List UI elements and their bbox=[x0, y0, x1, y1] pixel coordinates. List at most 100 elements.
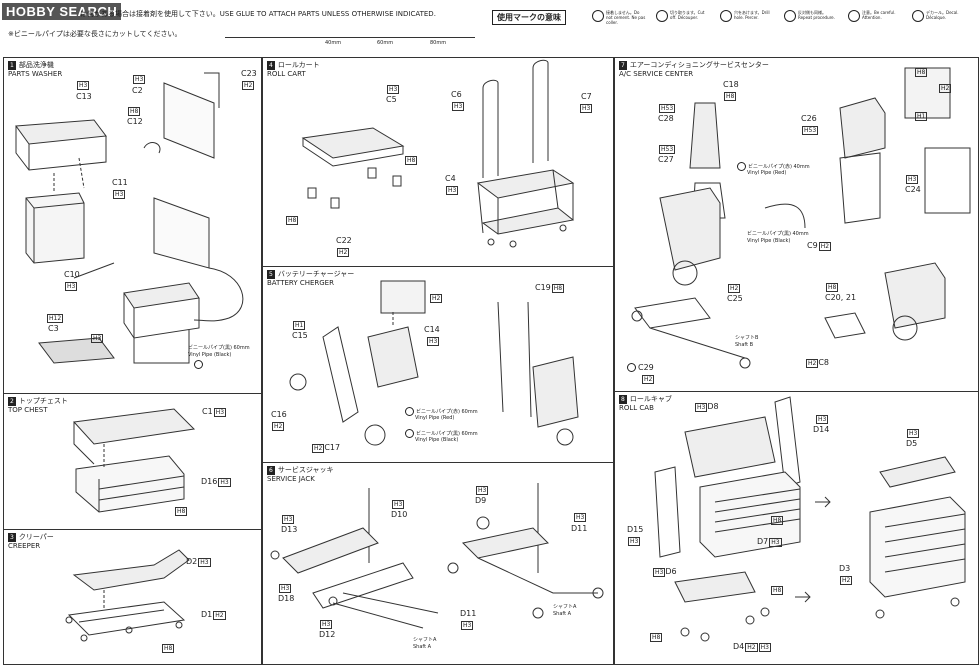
ruler-line bbox=[225, 37, 475, 38]
part-label: D9 bbox=[475, 496, 487, 505]
legend-item: 接着しません。Do not cement. Ne pas coller. bbox=[592, 10, 647, 48]
part-label: H2 bbox=[728, 284, 741, 293]
part-label: H3 bbox=[392, 500, 405, 509]
part-label: C11 bbox=[112, 178, 128, 187]
part-label: H3 bbox=[427, 337, 440, 346]
part-label: H3 bbox=[476, 486, 489, 495]
part-label: H2 bbox=[939, 84, 952, 93]
page-header: HOBBY SEARCH は何がある場合は接着剤を使用して下さい。USE GLU… bbox=[0, 0, 980, 54]
part-label: H2 bbox=[272, 422, 285, 431]
part-label: D12 bbox=[319, 630, 336, 639]
part-label: C18 bbox=[723, 80, 739, 89]
pipe-icon bbox=[627, 363, 636, 372]
part-label: H3 bbox=[91, 334, 104, 343]
part-label: H3 bbox=[279, 584, 292, 593]
glue-note: は何がある場合は接着剤を使用して下さい。USE GLUE TO ATTACH P… bbox=[80, 10, 436, 18]
part-label: D10 bbox=[391, 510, 408, 519]
part-label: C24 bbox=[905, 185, 921, 194]
drill-icon bbox=[720, 10, 732, 22]
vinyl-note: ビニールパイプ(黒) 40mm bbox=[747, 231, 809, 237]
shaft-note: Shaft A bbox=[553, 611, 572, 617]
part-label: D18 bbox=[278, 594, 295, 603]
part-label: H8 bbox=[771, 516, 784, 525]
pipe-icon bbox=[194, 360, 205, 369]
part-label: D13 bbox=[281, 525, 298, 534]
part-label: H1 bbox=[915, 112, 928, 121]
length-ruler: 40mm 60mm 80mm bbox=[225, 37, 475, 51]
vinyl-note: Vinyl Pipe (Black) bbox=[415, 437, 459, 443]
vinyl-note: Vinyl Pipe (Black) bbox=[747, 238, 791, 244]
legend-item: 注意。Be careful. Attention. bbox=[848, 10, 903, 48]
part-label: H53 bbox=[659, 104, 676, 113]
shaft-note: シャフトA bbox=[553, 604, 577, 610]
vinyl-note: Vinyl Pipe (Black) bbox=[188, 352, 232, 358]
part-label: H8 bbox=[915, 68, 928, 77]
part-label: C13 bbox=[76, 92, 92, 101]
part-label: C5 bbox=[386, 95, 397, 104]
part-label: H3 bbox=[574, 513, 587, 522]
part-label: H2 bbox=[430, 294, 443, 303]
part-label: H8 bbox=[826, 283, 839, 292]
part-label: H3 bbox=[816, 415, 829, 424]
part-label: C15 bbox=[292, 331, 308, 340]
part-label: C22 bbox=[336, 236, 352, 245]
part-label: H3 bbox=[452, 102, 465, 111]
part-label: C6 bbox=[451, 90, 462, 99]
vinyl-note: ビニールパイプ(黒) 60mm bbox=[188, 345, 250, 351]
part-label: H3 bbox=[461, 621, 474, 630]
part-label: C4 bbox=[445, 174, 456, 183]
part-label: H53 bbox=[802, 126, 819, 135]
decal-icon bbox=[912, 10, 924, 22]
part-label: H8 bbox=[771, 586, 784, 595]
part-label: H8 bbox=[128, 107, 141, 116]
part-label: C28 bbox=[658, 114, 674, 123]
part-label: C23 bbox=[241, 69, 257, 78]
part-label: H3 bbox=[65, 282, 78, 291]
top-chest-diagram bbox=[72, 408, 196, 513]
shaft-note: シャフトB bbox=[735, 335, 759, 341]
part-label: C26 bbox=[801, 114, 817, 123]
ruler-mark-60: 60mm bbox=[377, 40, 394, 46]
watermark-logo: HOBBY SEARCH bbox=[2, 3, 122, 20]
part-label: H3 bbox=[906, 175, 919, 184]
part-label: H12 bbox=[47, 314, 64, 323]
vinyl-note: ビニールパイプ(黒) 60mm bbox=[405, 429, 478, 438]
part-label: H3 bbox=[446, 186, 459, 195]
part-label: H3 bbox=[113, 190, 126, 199]
part-label: C29 bbox=[627, 363, 654, 372]
part-label: H3 bbox=[133, 75, 146, 84]
part-label: H1 bbox=[293, 321, 306, 330]
part-label: C20, 21 bbox=[825, 293, 857, 302]
ruler-mark-80: 80mm bbox=[430, 40, 447, 46]
part-label: C12 bbox=[127, 117, 143, 126]
roll-cart-diagram bbox=[301, 59, 575, 248]
part-label: H3 bbox=[907, 429, 920, 438]
legend-item: デカール。Decal. Décalque. bbox=[912, 10, 967, 48]
part-label: H8 bbox=[286, 216, 299, 225]
shaft-note: Shaft B bbox=[735, 342, 754, 348]
part-label: H8 bbox=[650, 633, 663, 642]
part-label: D11 bbox=[460, 609, 477, 618]
legend-item: 穴をあけます。Drill hole. Percer. bbox=[720, 10, 775, 48]
parts-washer-diagram bbox=[15, 72, 244, 364]
part-label: D15 bbox=[627, 525, 644, 534]
vinyl-note: Vinyl Pipe (Red) bbox=[747, 170, 787, 176]
pipe-icon bbox=[405, 407, 414, 416]
